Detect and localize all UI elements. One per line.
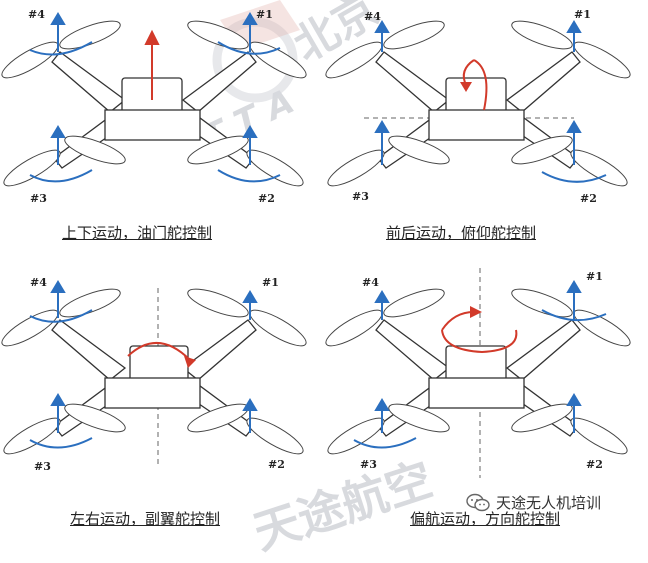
wechat-icon [466, 493, 490, 513]
wechat-account-badge: 天途无人机培训 [466, 492, 601, 513]
motor-label-1: #1 [574, 8, 591, 21]
drone-diagram-roll [1, 280, 307, 468]
drone-diagram-pitch [325, 20, 631, 187]
motor-label-4: #4 [28, 8, 45, 21]
panel-caption: 偏航运动，方向舵控制 [410, 510, 561, 528]
panel-throttle: #4 #1 #3 #2 上下运动，油门舵控制 [0, 0, 324, 250]
panel-caption: 左右运动，副翼舵控制 [70, 510, 221, 528]
panel-caption: 上下运动，油门舵控制 [62, 224, 213, 242]
motor-label-4: #4 [30, 276, 47, 289]
motor-label-3: #3 [352, 190, 369, 203]
motor-label-3: #3 [30, 192, 47, 205]
motor-label-1: #1 [262, 276, 279, 289]
motor-label-1: #1 [586, 270, 603, 283]
motor-label-3: #3 [360, 458, 377, 471]
motor-label-4: #4 [362, 276, 379, 289]
panel-roll: #4 #1 #3 #2 左右运动，副翼舵控制 [0, 268, 324, 528]
panel-caption: 前后运动，俯仰舵控制 [386, 224, 537, 242]
panel-yaw: #4 #1 #3 #2 偏航运动，方向舵控制 [324, 268, 648, 528]
motor-label-3: #3 [34, 460, 51, 473]
motor-label-2: #2 [580, 192, 597, 205]
motor-label-2: #2 [258, 192, 275, 205]
motor-label-2: #2 [268, 458, 285, 471]
motor-label-2: #2 [586, 458, 603, 471]
motor-label-4: #4 [364, 10, 381, 23]
panel-pitch: #4 #1 #3 #2 前后运动，俯仰舵控制 [324, 0, 648, 250]
motor-label-1: #1 [256, 8, 273, 21]
drone-diagram-yaw [325, 268, 631, 478]
drone-diagram-throttle [1, 12, 307, 187]
wechat-account-name: 天途无人机培训 [496, 494, 602, 512]
